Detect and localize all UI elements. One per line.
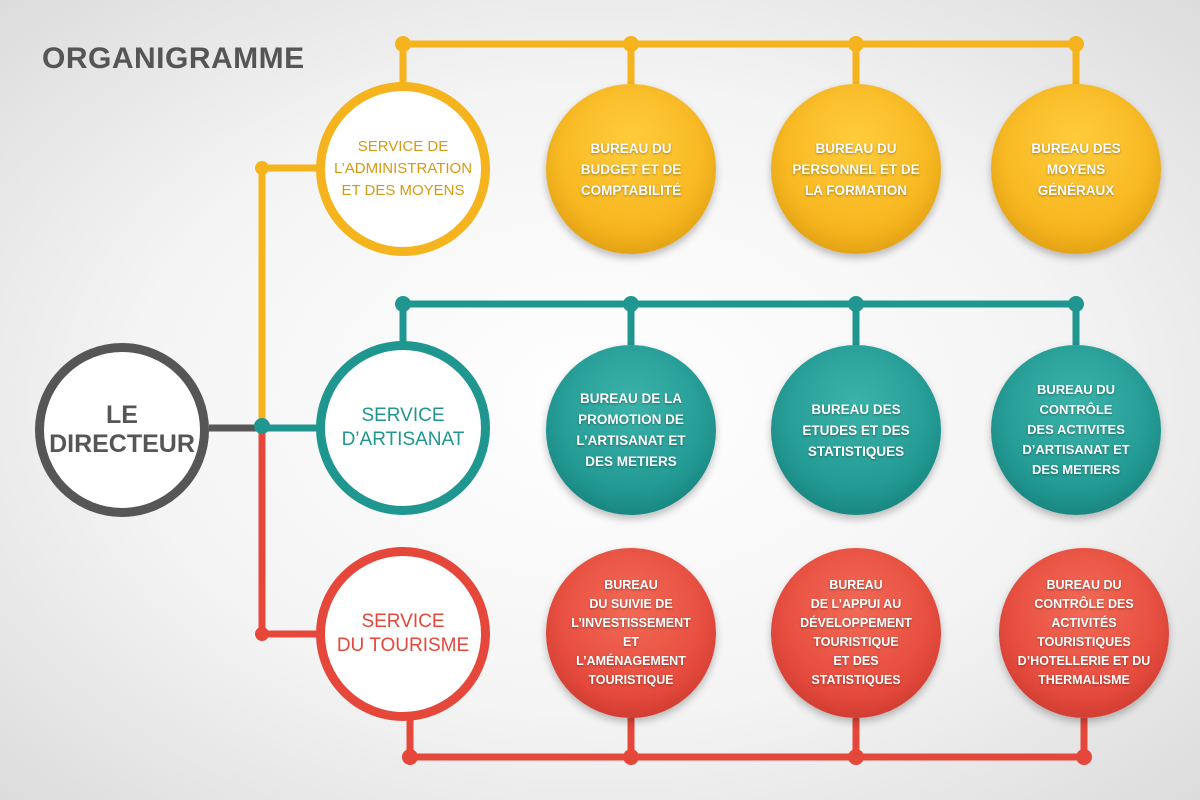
artisanat-bus-dots	[395, 296, 1084, 312]
tourisme-bus-dots	[402, 749, 1092, 765]
bureau-appui-node: BUREAU DE L’APPUI AU DÉVELOPPEMENT TOURI…	[771, 548, 941, 718]
bureau-budget-label: BUREAU DU BUDGET ET DE COMPTABILITÉ	[580, 140, 682, 198]
admin-bus	[399, 40, 1080, 84]
bureau-moyens-node: BUREAU DES MOYENS GÉNÉRAUX	[991, 84, 1161, 254]
service-artisanat-node: SERVICE D’ARTISANAT	[316, 341, 490, 515]
center-junction-dot	[254, 418, 270, 434]
service-admin-node: SERVICE DE L’ADMINISTRATION ET DES MOYEN…	[316, 82, 490, 256]
bureau-personnel-node: BUREAU DU PERSONNEL ET DE LA FORMATION	[771, 84, 941, 254]
bureau-controle-tourisme-label: BUREAU DU CONTRÔLE DES ACTIVITÉS TOURIST…	[1017, 578, 1151, 687]
service-artisanat-label: SERVICE D’ARTISANAT	[341, 405, 465, 450]
bureau-budget-node: BUREAU DU BUDGET ET DE COMPTABILITÉ	[546, 84, 716, 254]
bureau-moyens-label: BUREAU DES MOYENS GÉNÉRAUX	[1031, 140, 1121, 198]
page-title: ORGANIGRAMME	[42, 42, 305, 75]
bureau-promotion-node: BUREAU DE LA PROMOTION DE L’ARTISANAT ET…	[546, 345, 716, 515]
bureau-promotion-label: BUREAU DE LA PROMOTION DE L’ARTISANAT ET…	[576, 391, 686, 469]
service-admin-label: SERVICE DE L’ADMINISTRATION ET DES MOYEN…	[333, 138, 473, 199]
bureau-appui-label: BUREAU DE L’APPUI AU DÉVELOPPEMENT TOURI…	[800, 578, 912, 687]
tourisme-bus	[406, 718, 1088, 761]
bureau-etudes-label: BUREAU DES ETUDES ET DES STATISTIQUES	[802, 401, 910, 459]
bureau-etudes-node: BUREAU DES ETUDES ET DES STATISTIQUES	[771, 345, 941, 515]
service-tourisme-label: SERVICE DU TOURISME	[336, 611, 470, 656]
bureau-investissement-node: BUREAU DU SUIVIE DE L’INVESTISSEMENT ET …	[546, 548, 716, 718]
admin-branch-dot	[255, 161, 269, 175]
service-tourisme-node: SERVICE DU TOURISME	[316, 547, 490, 721]
bureau-investissement-label: BUREAU DU SUIVIE DE L’INVESTISSEMENT ET …	[571, 578, 691, 687]
bureau-controle-artisanat-node: BUREAU DU CONTRÔLE DES ACTIVITES D’ARTIS…	[991, 345, 1161, 515]
admin-bus-dots	[395, 36, 1084, 52]
director-node: LE DIRECTEUR	[35, 343, 209, 517]
bureau-controle-tourisme-node: BUREAU DU CONTRÔLE DES ACTIVITÉS TOURIST…	[999, 548, 1169, 718]
artisanat-bus	[399, 300, 1080, 345]
tourisme-branch-dot	[255, 627, 269, 641]
bureau-controle-artisanat-label: BUREAU DU CONTRÔLE DES ACTIVITES D’ARTIS…	[1022, 382, 1130, 477]
bureau-personnel-label: BUREAU DU PERSONNEL ET DE LA FORMATION	[792, 140, 920, 198]
director-label: LE DIRECTEUR	[49, 401, 195, 458]
